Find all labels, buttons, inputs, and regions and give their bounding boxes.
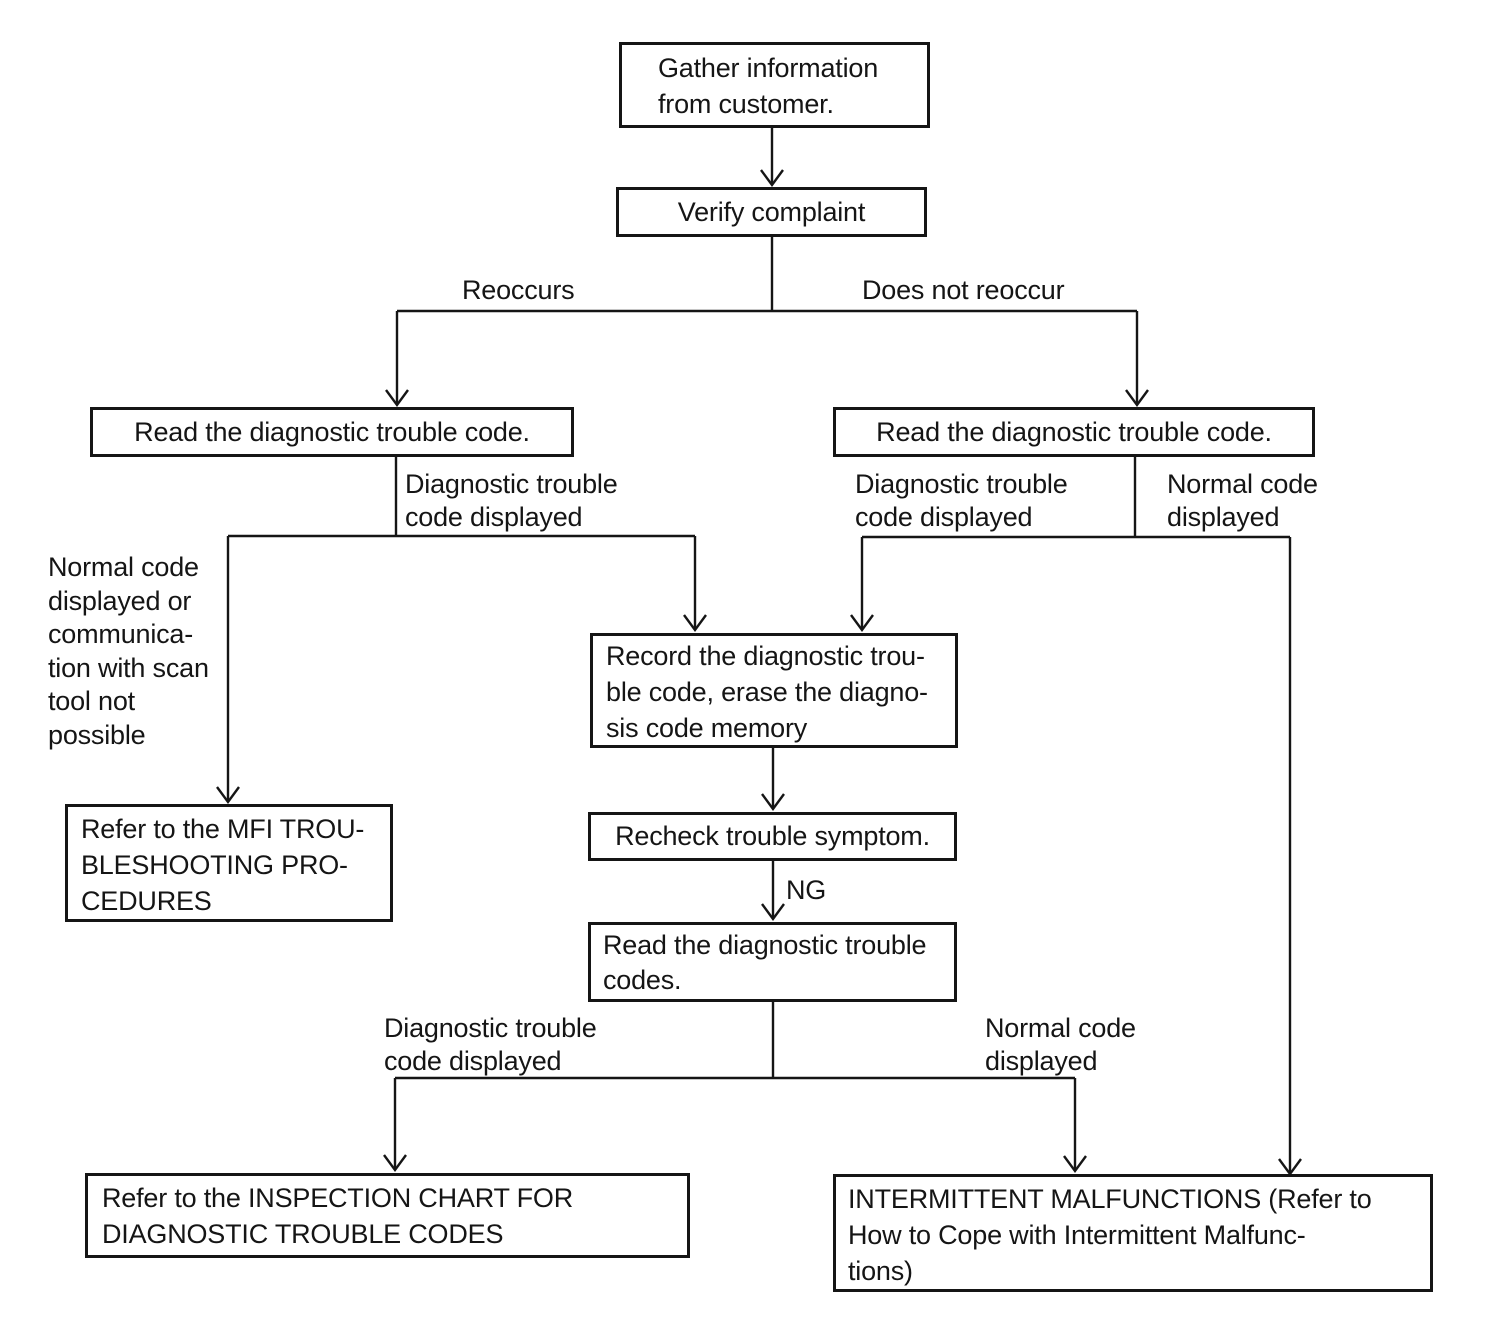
edge-label-line: communica-: [48, 619, 194, 649]
edge-readright-split3: [862, 457, 1290, 539]
edge-label-line: displayed: [1167, 502, 1280, 532]
node-intermittent-malfunctions: INTERMITTENT MALFUNCTIONS (Refer to How …: [833, 1174, 1433, 1292]
edge-label-reoccurs: Reoccurs: [462, 275, 575, 305]
node-gather-information: Gather information from customer.: [619, 42, 930, 128]
arrowhead: [761, 903, 785, 922]
edge-label-line: possible: [48, 719, 146, 750]
edge-label-line: Diagnostic trouble: [405, 469, 618, 499]
edge-label-line: Normal code: [1167, 469, 1318, 499]
arrowhead: [383, 1154, 407, 1173]
edge-label-line: code displayed: [384, 1046, 562, 1076]
arrowhead: [850, 614, 874, 633]
node-text-line: How to Cope with Intermittent Malfunc-: [848, 1220, 1306, 1250]
node-text-line: from customer.: [658, 89, 834, 119]
node-text-line: codes.: [603, 965, 682, 995]
node-mfi-troubleshooting: Refer to the MFI TROU- BLESHOOTING PRO- …: [65, 804, 393, 922]
node-text-line: Record the diagnostic trou-: [606, 641, 925, 671]
node-verify-complaint: Verify complaint: [616, 187, 927, 237]
edge-label-does-not-reoccur: Does not reoccur: [862, 275, 1065, 305]
edge-label-dtc-displayed-bottom: Diagnostic trouble code displayed: [384, 1012, 597, 1078]
node-text-line: sis code memory: [606, 713, 808, 743]
node-text-line: Read the diagnostic trouble code.: [876, 416, 1272, 447]
node-text-line: Refer to the INSPECTION CHART FOR: [102, 1183, 574, 1213]
edge-label-line: Diagnostic trouble: [384, 1013, 597, 1043]
node-inspection-chart: Refer to the INSPECTION CHART FOR DIAGNO…: [85, 1173, 690, 1258]
node-text-line: Gather information: [658, 53, 879, 83]
edge-label-dtc-displayed-left: Diagnostic trouble code displayed: [405, 468, 618, 534]
edge-label-line: Normal code: [48, 552, 199, 582]
node-recheck-symptom: Recheck trouble symptom.: [588, 812, 957, 861]
node-text-line: CEDURES: [81, 886, 212, 916]
edge-label-normal-code-top: Normal code displayed: [1167, 468, 1318, 534]
edge-label-line: displayed: [985, 1046, 1098, 1076]
arrowhead: [761, 793, 785, 812]
node-text-line: Recheck trouble symptom.: [615, 821, 930, 851]
edge-label-dtc-displayed-right: Diagnostic trouble code displayed: [855, 468, 1068, 534]
node-text-line: Read the diagnostic trouble code.: [134, 416, 530, 447]
node-text-line: Verify complaint: [677, 196, 866, 227]
node-read-dtc-left: Read the diagnostic trouble code.: [90, 407, 574, 457]
node-text-line: BLESHOOTING PRO-: [81, 850, 348, 880]
arrowhead: [216, 786, 240, 805]
arrowhead: [1063, 1155, 1087, 1174]
node-text-line: Refer to the MFI TROU-: [81, 814, 365, 844]
node-read-dtc-codes: Read the diagnostic trouble codes.: [588, 922, 957, 1002]
arrowhead: [385, 389, 409, 408]
node-text-line: DIAGNOSTIC TROUBLE CODES: [102, 1219, 504, 1249]
node-text-line: ble code, erase the diagno-: [606, 677, 928, 707]
edge-label-line: tion with scan: [48, 652, 209, 683]
node-text-line: tions): [848, 1256, 913, 1286]
edge-verify-split: [397, 237, 1137, 313]
edge-label-ng: NG: [786, 875, 827, 905]
node-text-line: INTERMITTENT MALFUNCTIONS (Refer to: [848, 1184, 1372, 1214]
edge-label-line: tool not: [48, 686, 135, 716]
arrowhead: [1125, 389, 1149, 408]
edge-label-line: code displayed: [855, 502, 1033, 532]
node-record-erase-code: Record the diagnostic trou- ble code, er…: [590, 633, 958, 748]
edge-readcodes-split4: [395, 1002, 1075, 1080]
arrowhead: [760, 169, 784, 188]
edge-label-normal-code-bottom: Normal code displayed: [985, 1012, 1136, 1078]
arrowhead: [683, 614, 707, 633]
node-read-dtc-right: Read the diagnostic trouble code.: [833, 407, 1315, 457]
edge-label-line: Diagnostic trouble: [855, 469, 1068, 499]
edge-label-normal-or-communication: Normal code displayed or communica- tion…: [48, 551, 209, 752]
edge-label-line: code displayed: [405, 502, 583, 532]
edge-label-line: Normal code: [985, 1013, 1136, 1043]
edge-readleft-split2: [228, 457, 695, 538]
edge-label-line: displayed or: [48, 585, 192, 616]
node-text-line: Read the diagnostic trouble: [603, 930, 927, 960]
